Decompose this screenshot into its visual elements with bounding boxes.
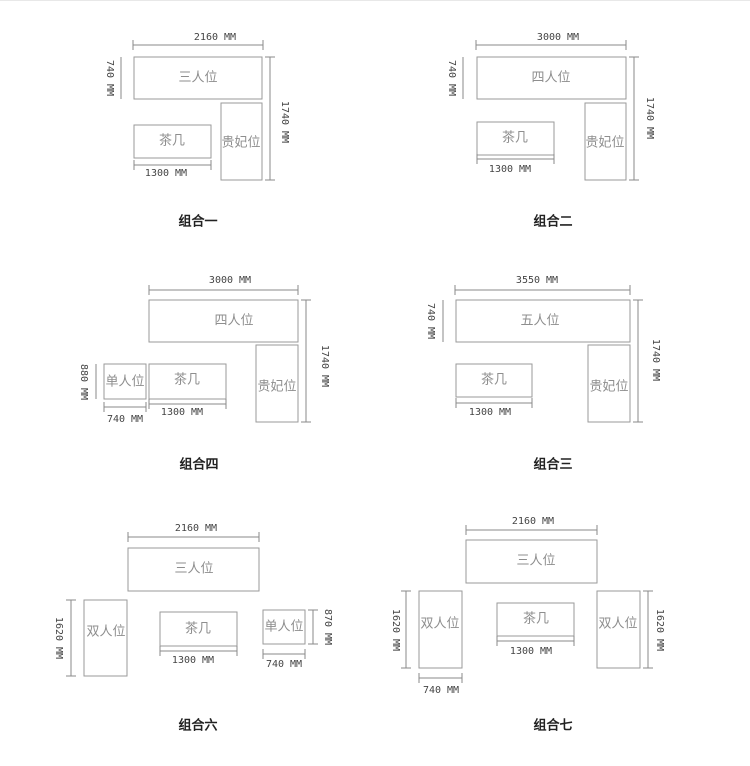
width-label: 3000 MM: [537, 32, 579, 43]
length-label: 1620 MM: [654, 609, 665, 651]
four-seat-label: 四人位: [214, 314, 253, 329]
double-seat-sofa: [596, 590, 641, 669]
double-seat-label: 双人位: [598, 617, 637, 632]
chaise-label: 贵妃位: [589, 380, 628, 395]
tea-width-label: 1300 MM: [172, 655, 214, 666]
depth-label: 870 MM: [322, 609, 333, 645]
tea-table: [133, 124, 212, 159]
combo-6: 2160 MM 三人位 1620 MM 双人位 茶几 1300 MM 单人位 8…: [53, 523, 333, 734]
double-width-label: 740 MM: [423, 685, 459, 696]
tea-table-label: 茶几: [481, 372, 507, 388]
top-divider: [0, 0, 750, 1]
three-seat-label: 三人位: [516, 554, 555, 569]
single-seat-sofa: [103, 363, 147, 400]
depth-label: 880 MM: [78, 364, 89, 400]
length-label: 1740 MM: [319, 345, 330, 387]
length-label: 1740 MM: [644, 97, 655, 139]
chaise-label: 贵妃位: [257, 380, 296, 395]
single-width-label: 740 MM: [266, 659, 302, 670]
chaise-label: 贵妃位: [585, 136, 624, 151]
length-label: 1740 MM: [279, 101, 290, 143]
single-seat-label: 单人位: [105, 375, 144, 390]
tea-table: [148, 363, 227, 400]
double-seat-label: 双人位: [86, 625, 125, 640]
caption: 组合四: [179, 457, 218, 473]
tea-table: [455, 363, 533, 398]
combo-7: 2160 MM 三人位 1620 MM 双人位 740 MM 茶几 1300 M…: [390, 516, 665, 734]
tea-table-label: 茶几: [502, 130, 528, 146]
depth-label: 740 MM: [104, 60, 115, 96]
caption: 组合六: [178, 718, 217, 734]
tea-table-label: 茶几: [159, 133, 185, 149]
tea-table-label: 茶几: [174, 372, 200, 388]
chaise-sofa: [255, 344, 299, 423]
chaise-label: 贵妃位: [221, 136, 260, 151]
four-seat-sofa: [148, 299, 299, 343]
tea-width-label: 1300 MM: [469, 407, 511, 418]
width-label: 3550 MM: [516, 275, 558, 286]
caption: 组合三: [533, 457, 572, 473]
three-seat-sofa: [465, 539, 598, 584]
double-seat-sofa: [83, 599, 128, 677]
width-label: 2160 MM: [175, 523, 217, 534]
four-seat-label: 四人位: [531, 71, 570, 86]
three-seat-sofa: [127, 547, 260, 592]
combo-1: 2160 MM 740 MM 三人位 贵妃位 1740 MM 茶几 1300 M…: [104, 32, 290, 230]
three-seat-label: 三人位: [178, 71, 217, 86]
width-label: 2160 MM: [512, 516, 554, 527]
single-seat-label: 单人位: [264, 620, 303, 635]
width-label: 2160 MM: [194, 32, 236, 43]
four-seat-sofa: [476, 56, 627, 100]
chaise-sofa: [584, 102, 627, 181]
double-seat-sofa: [418, 590, 463, 669]
length-label: 1620 MM: [390, 609, 401, 651]
chaise-sofa: [220, 102, 263, 181]
single-seat-sofa: [262, 609, 306, 645]
three-seat-label: 三人位: [174, 562, 213, 577]
tea-table: [476, 121, 555, 156]
combo-3: 3550 MM 740 MM 五人位 贵妃位 1740 MM 茶几 1300 M…: [425, 275, 661, 473]
double-seat-label: 双人位: [420, 617, 459, 632]
depth-label: 740 MM: [425, 303, 436, 339]
chaise-sofa: [587, 344, 631, 423]
tea-table: [496, 602, 575, 637]
five-seat-label: 五人位: [520, 314, 559, 329]
tea-table: [159, 611, 238, 647]
depth-label: 740 MM: [446, 60, 457, 96]
tea-table-label: 茶几: [523, 611, 549, 627]
three-seat-sofa: [133, 56, 263, 100]
single-width-label: 740 MM: [107, 414, 143, 425]
caption: 组合一: [178, 214, 217, 230]
caption: 组合七: [533, 718, 572, 734]
combo-2: 3000 MM 740 MM 四人位 贵妃位 1740 MM 茶几 1300 M…: [446, 32, 655, 230]
combo-4: 3000 MM 四人位 贵妃位 1740 MM 单人位 880 MM 740 M…: [78, 275, 330, 473]
tea-table-label: 茶几: [185, 621, 211, 637]
length-label: 1740 MM: [650, 339, 661, 381]
tea-width-label: 1300 MM: [489, 164, 531, 175]
tea-width-label: 1300 MM: [145, 168, 187, 179]
width-label: 3000 MM: [209, 275, 251, 286]
length-label: 1620 MM: [53, 617, 64, 659]
tea-width-label: 1300 MM: [161, 407, 203, 418]
tea-width-label: 1300 MM: [510, 646, 552, 657]
caption: 组合二: [533, 214, 572, 230]
five-seat-sofa: [455, 299, 631, 343]
